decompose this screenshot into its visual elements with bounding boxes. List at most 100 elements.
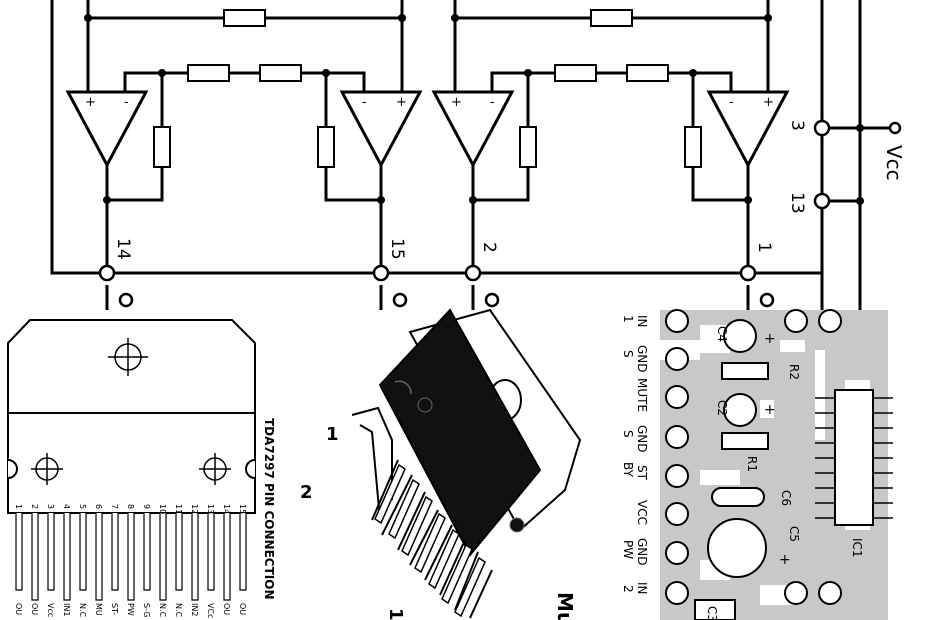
package-pin-name: N.C xyxy=(158,603,167,618)
pcb-pad-label-in2-a: IN xyxy=(635,582,649,595)
package-pin xyxy=(31,513,39,601)
chip-pin-last-label: 1 xyxy=(385,608,406,620)
package-pin-number: 8 xyxy=(126,504,135,509)
opamp2-minus-sign: - xyxy=(362,95,367,110)
opamp3-minus-sign: - xyxy=(490,95,495,110)
pcb-pad-label-gnds2-a: GND xyxy=(635,425,649,453)
package-pin-number: 3 xyxy=(46,504,55,509)
pin-label-3: 3 xyxy=(787,120,807,131)
pcb-pad-label-stby-a: ST xyxy=(635,465,649,481)
chip-pin-1-label: 1 xyxy=(326,424,339,445)
pcb-pad-label-vcc: VCC xyxy=(635,500,649,525)
package-pin xyxy=(223,513,231,601)
package-pin xyxy=(207,513,215,591)
package-pin xyxy=(111,513,119,591)
opamp3-plus-sign: + xyxy=(451,95,462,110)
pin-label-2: 2 xyxy=(479,242,499,253)
package-pin-number: 5 xyxy=(78,504,87,509)
package-pin-number: 1 xyxy=(14,504,23,509)
package-pin-name: ST- xyxy=(110,603,119,615)
pin-label-13: 13 xyxy=(787,192,807,214)
pcb-label-ic1: IC1 xyxy=(850,538,864,558)
opamp-signs: + - - + + - - + xyxy=(85,95,774,110)
pin-label-15: 15 xyxy=(387,238,407,260)
package-pin xyxy=(127,513,135,601)
pcb-pad-label-gnds1-b: S xyxy=(621,350,635,358)
schematic-pin-labels: 14 15 2 1 3 13 Vcc xyxy=(113,120,906,260)
pcb-pad-label-in1-a: IN xyxy=(635,315,649,328)
pcb-label-c4: C4 xyxy=(715,326,729,342)
pin-label-14: 14 xyxy=(113,238,133,260)
package-pin xyxy=(15,513,23,591)
vcc-label: Vcc xyxy=(882,145,906,181)
package-pin-name: MU xyxy=(94,603,103,616)
pcb-label-c3: C3 xyxy=(705,606,719,620)
schematic-junctions xyxy=(84,14,864,205)
package-pin-name: OU xyxy=(14,603,23,615)
package-pin xyxy=(95,513,103,601)
package-pin-name: Vcc xyxy=(46,603,55,617)
package-pin-name: VCc xyxy=(206,603,215,618)
package-pin-number: 11 xyxy=(174,504,183,514)
package-pin-number: 2 xyxy=(30,504,39,509)
pcb-pad-label-gnds2-b: S xyxy=(621,430,635,438)
opamp4-minus-sign: - xyxy=(729,95,734,110)
opamp1-minus-sign: - xyxy=(124,95,129,110)
pcb-pad-label-gnds1-a: GND xyxy=(635,345,649,373)
package-pin xyxy=(79,513,87,591)
package-pin-name: IN1 xyxy=(62,603,71,616)
package-pin-number: 15 xyxy=(238,504,247,514)
package-pin xyxy=(239,513,247,591)
package-pins: 1OU2OU3Vcc4IN15N.C6MU7ST-8PW9S-G10N.C11N… xyxy=(14,504,247,618)
opamp2-plus-sign: + xyxy=(396,95,407,110)
chip-pin-2-label: 2 xyxy=(300,482,313,503)
chip-photo: 1 2 1 Mu xyxy=(300,308,582,620)
package-pin-name: OU xyxy=(30,603,39,615)
pcb-labels: IN 1 GND S MUTE GND S ST BY VCC GND PW I… xyxy=(621,315,864,620)
package-pin-number: 4 xyxy=(62,504,71,509)
package-pin-name: N.C xyxy=(78,603,87,618)
package-pin-name: OU xyxy=(238,603,247,615)
package-pin-number: 6 xyxy=(94,504,103,509)
pcb-layout xyxy=(620,309,930,620)
package-pin-name: IN2 xyxy=(190,603,199,616)
package-pin xyxy=(191,513,199,601)
package-pin-number: 13 xyxy=(206,504,215,514)
chip-caption: Mu xyxy=(553,592,577,620)
package-title: TDA7297 PIN CONNECTION xyxy=(262,418,276,599)
opamp4-plus-sign: + xyxy=(763,95,774,110)
schematic-terminals xyxy=(98,119,902,308)
pcb-pad-label-in1-b: 1 xyxy=(621,315,635,323)
pcb-pad-label-gndpw-b: PW xyxy=(621,540,635,559)
package-pin-name: OU xyxy=(222,603,231,615)
package-pin xyxy=(47,513,55,591)
pcb-polarity-c2: + xyxy=(764,402,776,418)
pcb-label-c5: C5 xyxy=(787,526,801,542)
package-pin-number: 10 xyxy=(158,504,167,514)
package-pin-name: S-G xyxy=(142,603,151,617)
amplifier-schematic xyxy=(50,0,895,310)
pcb-pad-label-mute: MUTE xyxy=(635,378,649,412)
pcb-polarity-c4: + xyxy=(764,331,776,347)
package-pin xyxy=(63,513,71,601)
mounting-hole-icon xyxy=(31,338,231,485)
package-pin-name: PW xyxy=(126,603,135,616)
pcb-label-c2: C2 xyxy=(715,400,729,416)
pcb-label-r1: R1 xyxy=(745,456,759,472)
pcb-label-r2: R2 xyxy=(787,364,801,380)
package-pin xyxy=(175,513,183,591)
package-pin-number: 14 xyxy=(222,504,231,514)
pcb-pad-label-stby-b: BY xyxy=(621,462,635,478)
package-pin xyxy=(159,513,167,601)
pcb-pad-label-gndpw-a: GND xyxy=(635,538,649,566)
pin-label-1: 1 xyxy=(754,242,774,253)
opamp1-plus-sign: + xyxy=(85,95,96,110)
pcb-polarity-c5: + xyxy=(779,552,791,568)
package-pin-number: 9 xyxy=(142,504,151,509)
package-pin-name: N.C xyxy=(174,603,183,618)
package-pin xyxy=(143,513,151,591)
pcb-pad-label-in2-b: 2 xyxy=(621,585,635,593)
pcb-label-c6: C6 xyxy=(779,490,793,506)
package-outline xyxy=(7,319,256,514)
package-pin-number: 12 xyxy=(190,504,199,514)
